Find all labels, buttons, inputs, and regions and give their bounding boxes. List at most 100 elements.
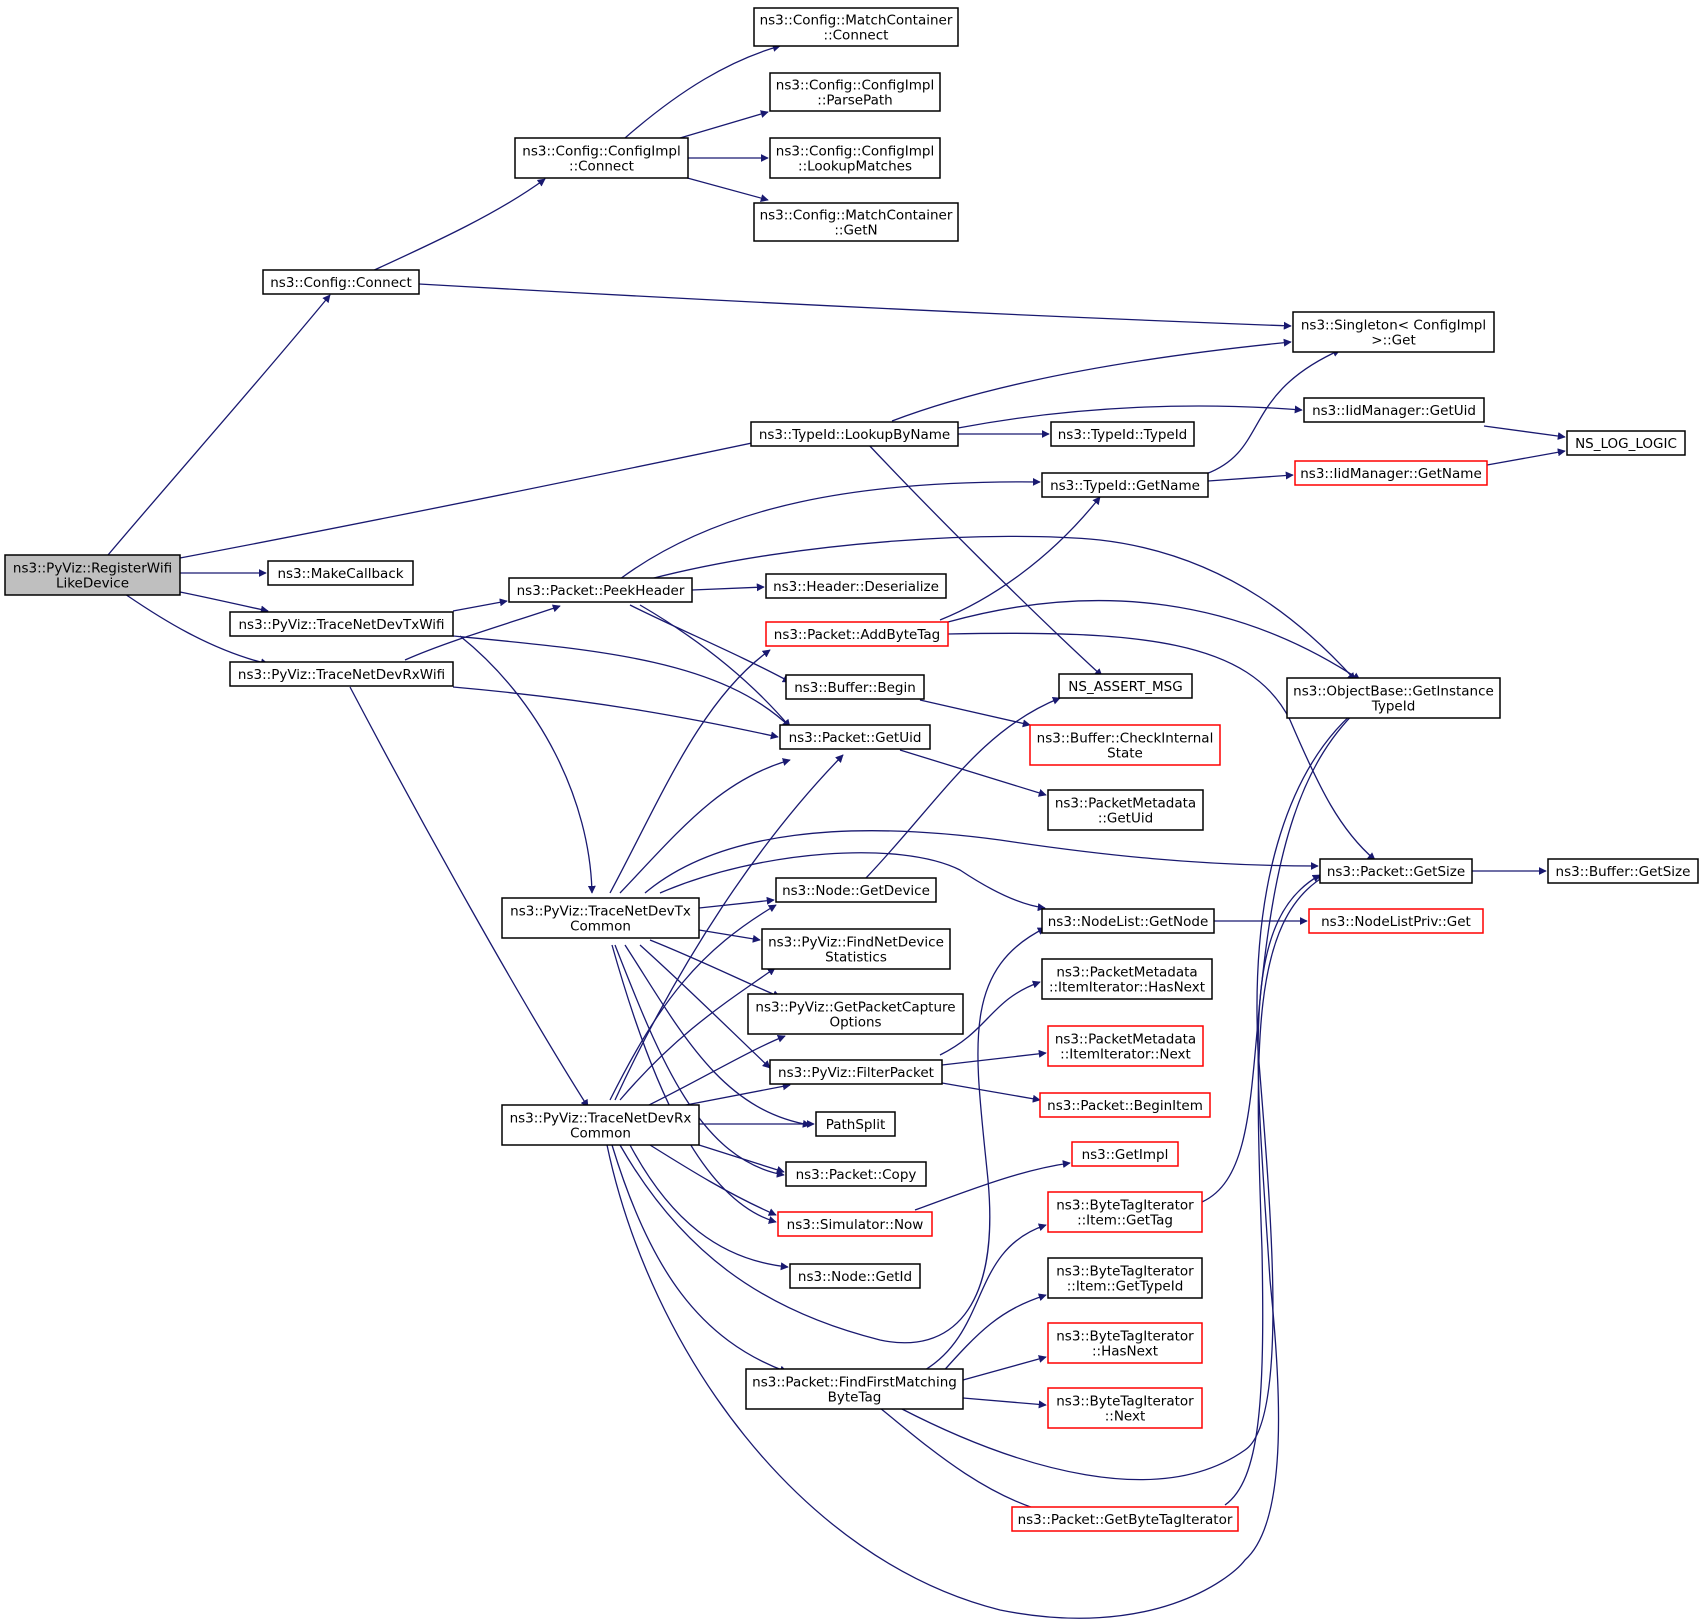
node-mc-connect[interactable]: ns3::Config::MatchContainer::Connect	[753, 7, 959, 47]
node-box[interactable]	[1047, 1257, 1203, 1299]
node-box[interactable]	[1047, 789, 1204, 831]
node-box[interactable]	[769, 137, 941, 179]
node-box[interactable]	[1286, 677, 1501, 719]
node-node-list-get-node[interactable]: ns3::NodeList::GetNode	[1041, 908, 1215, 934]
node-box[interactable]	[785, 674, 925, 700]
node-path-split[interactable]: PathSplit	[815, 1111, 896, 1137]
node-make-callback[interactable]: ns3::MakeCallback	[267, 560, 414, 586]
node-bt-next[interactable]: ns3::ByteTagIterator::Next	[1047, 1387, 1203, 1429]
node-box[interactable]	[1029, 724, 1221, 766]
node-box[interactable]	[1058, 673, 1193, 699]
node-box[interactable]	[1566, 430, 1686, 456]
node-buffer-begin[interactable]: ns3::Buffer::Begin	[785, 674, 925, 700]
node-trace-tx-wifi[interactable]: ns3::PyViz::TraceNetDevTxWifi	[229, 611, 454, 637]
node-box[interactable]	[1047, 1387, 1203, 1429]
node-box[interactable]	[1039, 1092, 1211, 1118]
node-type-id-ctor[interactable]: ns3::TypeId::TypeId	[1050, 421, 1195, 447]
node-simulator-now[interactable]: ns3::Simulator::Now	[777, 1211, 933, 1237]
node-box[interactable]	[1319, 858, 1473, 884]
node-lookup-by-name[interactable]: ns3::TypeId::LookupByName	[750, 421, 959, 447]
node-ns-assert-msg[interactable]: NS_ASSERT_MSG	[1058, 673, 1193, 699]
node-box[interactable]	[1047, 1191, 1203, 1233]
node-box[interactable]	[1041, 908, 1215, 934]
node-packet-begin-item[interactable]: ns3::Packet::BeginItem	[1039, 1092, 1211, 1118]
node-box[interactable]	[1047, 1322, 1203, 1364]
node-box[interactable]	[765, 621, 949, 647]
node-trace-rx-wifi[interactable]: ns3::PyViz::TraceNetDevRxWifi	[229, 661, 454, 687]
node-pm-get-uid[interactable]: ns3::PacketMetadata::GetUid	[1047, 789, 1204, 831]
node-box[interactable]	[789, 1263, 921, 1289]
node-node-get-device[interactable]: ns3::Node::GetDevice	[775, 877, 937, 903]
node-box[interactable]	[267, 560, 414, 586]
node-box[interactable]	[769, 1059, 943, 1085]
node-box[interactable]	[501, 1104, 700, 1146]
node-box[interactable]	[745, 1368, 964, 1410]
node-box[interactable]	[501, 897, 700, 939]
node-box[interactable]	[4, 554, 181, 596]
node-bt-item-get-type-id[interactable]: ns3::ByteTagIterator::Item::GetTypeId	[1047, 1257, 1203, 1299]
node-bt-item-get-tag[interactable]: ns3::ByteTagIterator::Item::GetTag	[1047, 1191, 1203, 1233]
node-box[interactable]	[765, 573, 947, 599]
node-box[interactable]	[747, 993, 964, 1035]
node-cfg-connect[interactable]: ns3::Config::Connect	[262, 269, 420, 295]
node-box[interactable]	[777, 1211, 933, 1237]
node-lookup-matches[interactable]: ns3::Config::ConfigImpl::LookupMatches	[769, 137, 941, 179]
node-ns-log-logic[interactable]: NS_LOG_LOGIC	[1566, 430, 1686, 456]
node-box[interactable]	[1050, 421, 1195, 447]
node-box[interactable]	[1041, 472, 1209, 498]
node-packet-copy[interactable]: ns3::Packet::Copy	[785, 1161, 927, 1187]
node-buffer-get-size[interactable]: ns3::Buffer::GetSize	[1547, 858, 1699, 884]
node-box[interactable]	[508, 577, 693, 603]
node-box[interactable]	[1071, 1141, 1179, 1167]
node-iid-get-uid[interactable]: ns3::IidManager::GetUid	[1303, 397, 1485, 423]
node-box[interactable]	[229, 661, 454, 687]
node-box[interactable]	[785, 1161, 927, 1187]
node-box[interactable]	[514, 137, 689, 179]
node-box[interactable]	[1547, 858, 1699, 884]
node-box[interactable]	[1308, 908, 1484, 934]
node-node-get-id[interactable]: ns3::Node::GetId	[789, 1263, 921, 1289]
node-box[interactable]	[262, 269, 420, 295]
node-pm-iter-has-next[interactable]: ns3::PacketMetadata::ItemIterator::HasNe…	[1041, 958, 1213, 1000]
node-box[interactable]	[753, 202, 959, 242]
node-box[interactable]	[761, 928, 951, 970]
node-bt-has-next[interactable]: ns3::ByteTagIterator::HasNext	[1047, 1322, 1203, 1364]
node-get-byte-tag-iterator[interactable]: ns3::Packet::GetByteTagIterator	[1011, 1506, 1239, 1532]
node-box[interactable]	[753, 7, 959, 47]
node-box[interactable]	[1047, 1025, 1204, 1067]
node-mc-get-n[interactable]: ns3::Config::MatchContainer::GetN	[753, 202, 959, 242]
node-parse-path[interactable]: ns3::Config::ConfigImpl::ParsePath	[769, 72, 941, 112]
node-add-byte-tag[interactable]: ns3::Packet::AddByteTag	[765, 621, 949, 647]
node-box[interactable]	[1011, 1506, 1239, 1532]
node-header-deserialize[interactable]: ns3::Header::Deserialize	[765, 573, 947, 599]
node-get-impl[interactable]: ns3::GetImpl	[1071, 1141, 1179, 1167]
node-node-list-priv-get[interactable]: ns3::NodeListPriv::Get	[1308, 908, 1484, 934]
node-box[interactable]	[769, 72, 941, 112]
node-box[interactable]	[229, 611, 454, 637]
node-box[interactable]	[1292, 311, 1495, 353]
node-box[interactable]	[1303, 397, 1485, 423]
node-pm-iter-next[interactable]: ns3::PacketMetadata::ItemIterator::Next	[1047, 1025, 1204, 1067]
node-packet-get-uid[interactable]: ns3::Packet::GetUid	[779, 724, 931, 750]
node-filter-packet[interactable]: ns3::PyViz::FilterPacket	[769, 1059, 943, 1085]
node-box[interactable]	[815, 1111, 896, 1137]
node-packet-get-size[interactable]: ns3::Packet::GetSize	[1319, 858, 1473, 884]
node-iid-get-name[interactable]: ns3::IidManager::GetName	[1294, 460, 1488, 486]
node-box[interactable]	[779, 724, 931, 750]
node-cfg-impl-connect[interactable]: ns3::Config::ConfigImpl::Connect	[514, 137, 689, 179]
node-type-id-get-name[interactable]: ns3::TypeId::GetName	[1041, 472, 1209, 498]
node-peek-header[interactable]: ns3::Packet::PeekHeader	[508, 577, 693, 603]
node-box[interactable]	[775, 877, 937, 903]
node-singleton-get[interactable]: ns3::Singleton< ConfigImpl>::Get	[1292, 311, 1495, 353]
node-box[interactable]	[750, 421, 959, 447]
node-box[interactable]	[1294, 460, 1488, 486]
node-box[interactable]	[1041, 958, 1213, 1000]
